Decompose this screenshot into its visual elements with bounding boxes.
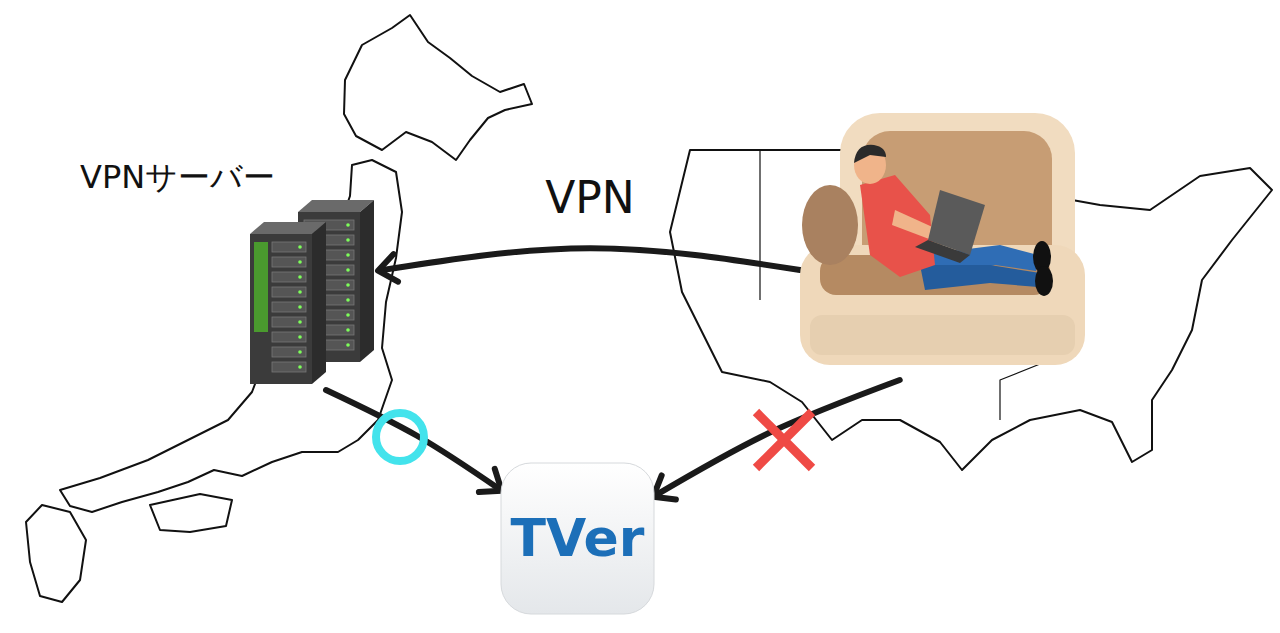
arrow-connector [380, 248, 800, 270]
honshu-outline [60, 160, 402, 512]
server-node: VPNサーバー [80, 160, 380, 390]
person-on-sofa [800, 113, 1085, 365]
app-icon: TVer [500, 462, 655, 615]
shikoku-outline [150, 494, 232, 532]
kyushu-outline [26, 505, 86, 602]
hokkaido-outline [344, 15, 532, 160]
ok-circle [376, 413, 424, 461]
arrow-connector [655, 380, 900, 496]
server-illustration [250, 200, 375, 390]
edge-label: VPN [539, 174, 641, 222]
person-illustration [800, 105, 1085, 380]
app-tile [501, 463, 654, 614]
server-label: VPNサーバー [80, 160, 275, 195]
server-rack [250, 222, 326, 384]
ng-cross [756, 412, 812, 468]
person-node [800, 105, 1085, 380]
app-name: TVer [511, 510, 645, 567]
arrow-connector [326, 390, 500, 490]
